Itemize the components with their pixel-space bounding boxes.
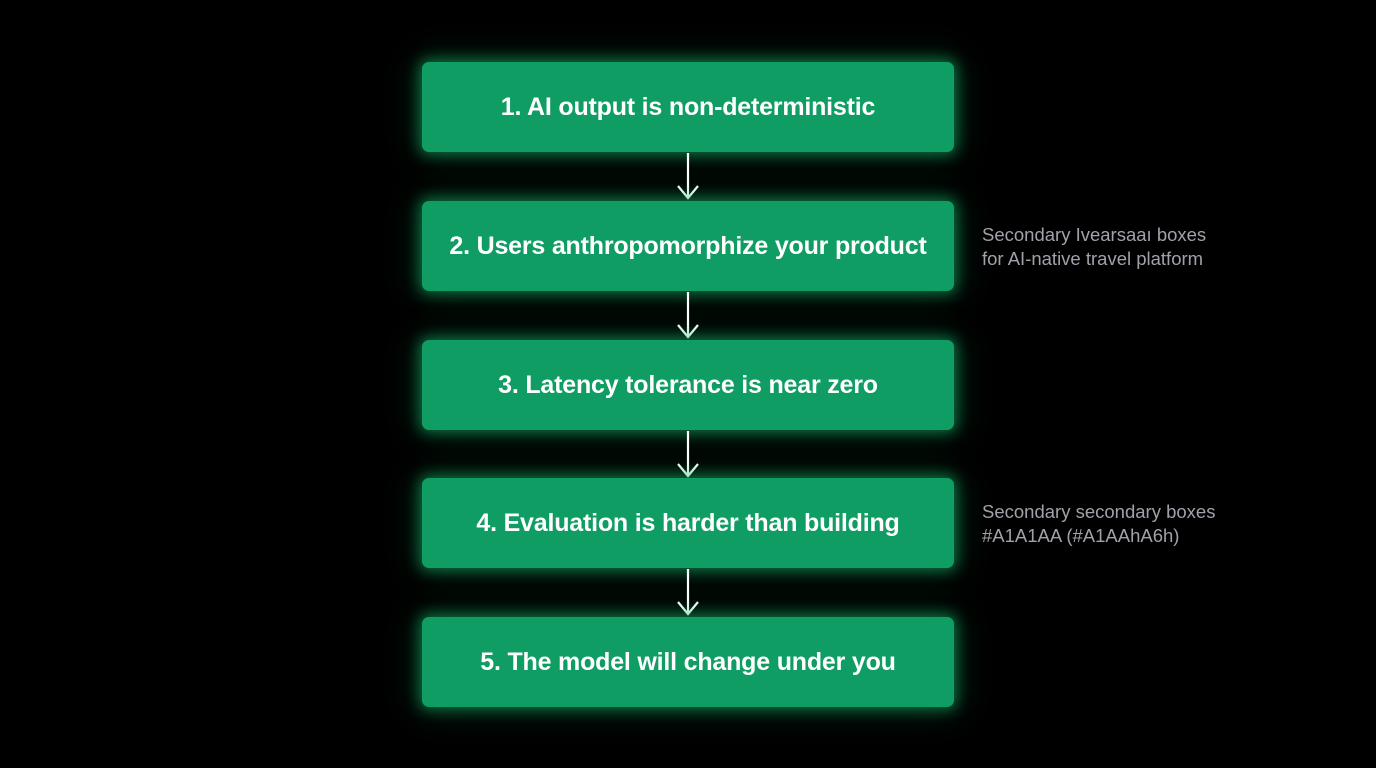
side-note-2-line-2: #A1A1AA (#A1AAhA6h) <box>982 525 1180 546</box>
step-label-2: 2. Users anthropomorphize your product <box>449 231 927 260</box>
arrow-down-icon <box>677 431 699 478</box>
side-note-2: Secondary secondary boxes #A1A1AA (#A1AA… <box>982 500 1215 548</box>
step-label-1: 1. AI output is non-deterministic <box>500 92 876 121</box>
step-box-2: 2. Users anthropomorphize your product <box>422 201 954 291</box>
side-note-2-line-1: Secondary secondary boxes <box>982 501 1216 522</box>
side-note-1: Secondary Ivearsaaı boxes for AI-native … <box>982 223 1206 271</box>
side-note-1-line-1: Secondary Ivearsaaı boxes <box>982 224 1207 245</box>
step-box-5: 5. The model will change under you <box>422 617 954 707</box>
side-note-1-line-2: for AI-native travel platform <box>982 248 1204 269</box>
arrow-down-icon <box>677 292 699 339</box>
step-box-4: 4. Evaluation is harder than building <box>422 478 954 568</box>
step-label-4: 4. Evaluation is harder than building <box>476 508 900 537</box>
step-box-3: 3. Latency tolerance is near zero <box>422 340 954 430</box>
arrow-down-icon <box>677 153 699 200</box>
step-label-3: 3. Latency tolerance is near zero <box>498 370 878 399</box>
step-label-5: 5. The model will change under you <box>480 647 896 676</box>
arrow-down-icon <box>677 569 699 616</box>
step-box-1: 1. AI output is non-deterministic <box>422 62 954 152</box>
